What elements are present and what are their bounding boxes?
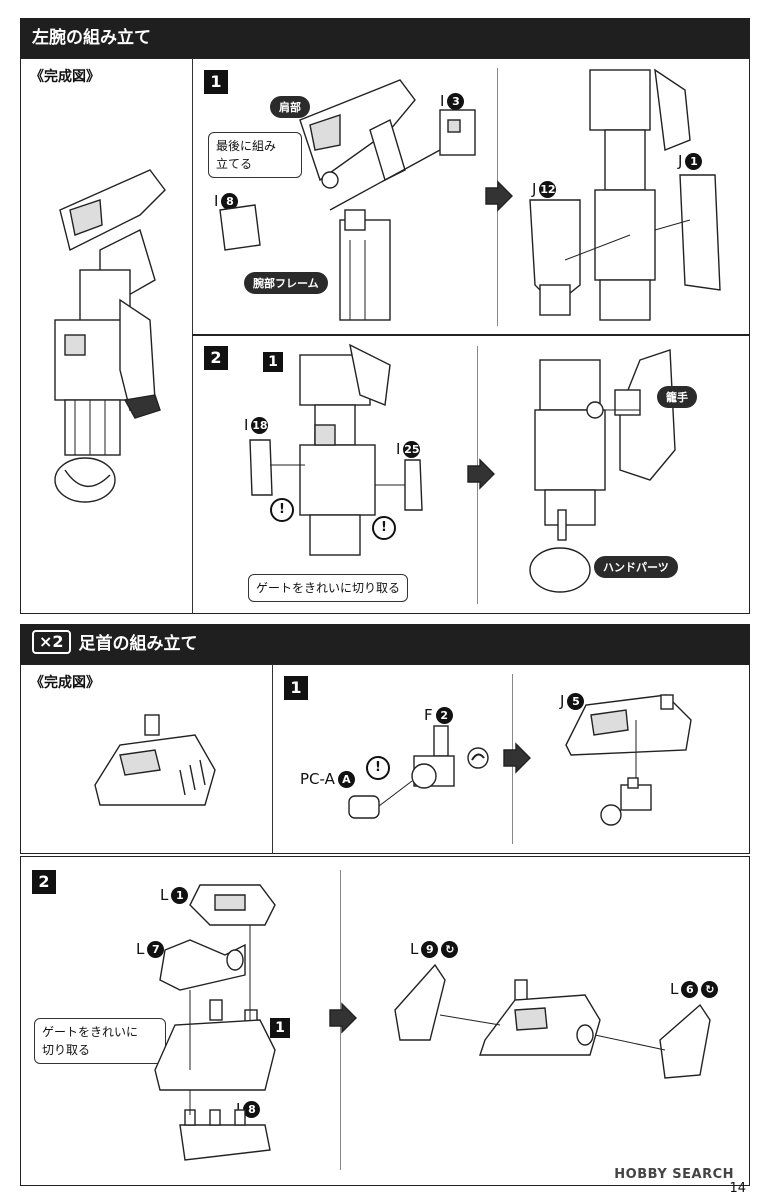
part-number-badge: 1: [685, 153, 703, 170]
arrow-right-icon: [503, 742, 531, 774]
complete-label: 《完成図》: [30, 69, 100, 85]
label-shoulder: 肩部: [270, 96, 310, 118]
note-line: 最後に組み: [216, 139, 277, 153]
step2-gauntlet-illustration: [529, 349, 676, 593]
complete-ankle-illustration: [94, 714, 216, 806]
step2-foot-side-armor-illustration: [394, 963, 711, 1079]
exclamation-icon: !: [366, 756, 390, 780]
part-letter: J: [560, 692, 565, 710]
arrow-right-icon: [467, 458, 495, 490]
label-arm-frame: 腕部フレーム: [244, 272, 328, 294]
step1-arm-frame-illustration: [529, 68, 721, 321]
step1-joint-illustration: [348, 725, 455, 819]
part-letter: L: [410, 940, 419, 958]
quantity-badge: ×2: [32, 630, 71, 654]
part-letter: J: [236, 1100, 241, 1118]
section-header-left-arm: 左腕の組み立て: [20, 18, 750, 58]
step-number: 1: [204, 70, 228, 94]
part-number-badge: 1: [171, 887, 189, 904]
part-number-badge: 5: [567, 693, 585, 710]
divider: [192, 334, 750, 336]
rotate-icon: ↻: [441, 941, 459, 958]
part-number-badge: 7: [147, 941, 165, 958]
step-number: 1: [284, 676, 308, 700]
part-number-badge: 2: [435, 707, 453, 724]
section-title: 足首の組み立て: [78, 634, 198, 654]
complete-arm-illustration: [54, 169, 166, 503]
step-number: 2: [32, 870, 56, 894]
step2-forearm-illustration: [249, 343, 423, 556]
section-header-ankle: ×2 足首の組み立て: [20, 624, 750, 664]
note-remove-gate: ゲートをきれいに 切り取る: [34, 1018, 166, 1064]
sub-step-number: 1: [270, 1018, 290, 1038]
part-letter: J: [678, 152, 683, 170]
page-number: 14: [729, 1181, 746, 1196]
step1-ankle-base-illustration: [565, 694, 692, 826]
part-letter: I: [244, 416, 249, 434]
part-number-badge: 8: [221, 193, 239, 210]
note-assemble-last: 最後に組み 立てる: [208, 132, 302, 178]
part-number-badge: 3: [447, 93, 465, 110]
note-remove-gate: ゲートをきれいに切り取る: [248, 574, 409, 602]
section2-bottom-frame: [20, 856, 750, 1186]
arrow-right-icon: [485, 180, 513, 212]
part-letter: L: [160, 886, 169, 904]
divider: [192, 58, 193, 614]
part-letter: F: [424, 706, 433, 724]
part-number-badge: 18: [251, 417, 269, 434]
section1-frame: [20, 58, 750, 614]
part-number-badge: 12: [539, 181, 557, 198]
watermark: HOBBY SEARCH: [614, 1167, 734, 1182]
part-letter: I: [214, 192, 219, 210]
section-title: 左腕の組み立て: [32, 28, 151, 48]
section2-top-frame: [20, 664, 750, 854]
exclamation-icon: !: [270, 498, 294, 522]
complete-label: 《完成図》: [30, 675, 100, 691]
rotate-icon: [467, 747, 489, 769]
note-line: 切り取る: [42, 1043, 91, 1057]
part-number-badge: 8: [243, 1101, 261, 1118]
step1-shoulder-illustration: [219, 79, 476, 321]
note-line: 立てる: [216, 157, 253, 171]
sub-step-number: 1: [263, 352, 283, 372]
note-line: ゲートをきれいに: [42, 1025, 139, 1039]
part-number-badge: A: [337, 771, 355, 788]
part-number-badge: 9: [421, 941, 439, 958]
step-number: 2: [204, 346, 228, 370]
part-letter: J: [532, 180, 537, 198]
part-letter: L: [670, 980, 679, 998]
label-hand-parts: ハンドパーツ: [594, 556, 678, 578]
divider: [272, 664, 273, 854]
rotate-icon: ↻: [701, 981, 719, 998]
part-number-badge: 6: [681, 981, 699, 998]
part-letter: L: [136, 940, 145, 958]
step2-foot-assembly-illustration: [154, 884, 276, 1161]
label-gauntlet: 籠手: [657, 386, 697, 408]
part-letter: I: [396, 440, 401, 458]
arrow-right-icon: [329, 1002, 357, 1034]
part-number-badge: 25: [403, 441, 421, 458]
part-letter: PC-A: [300, 770, 335, 788]
exclamation-icon: !: [372, 516, 396, 540]
part-letter: I: [440, 92, 445, 110]
